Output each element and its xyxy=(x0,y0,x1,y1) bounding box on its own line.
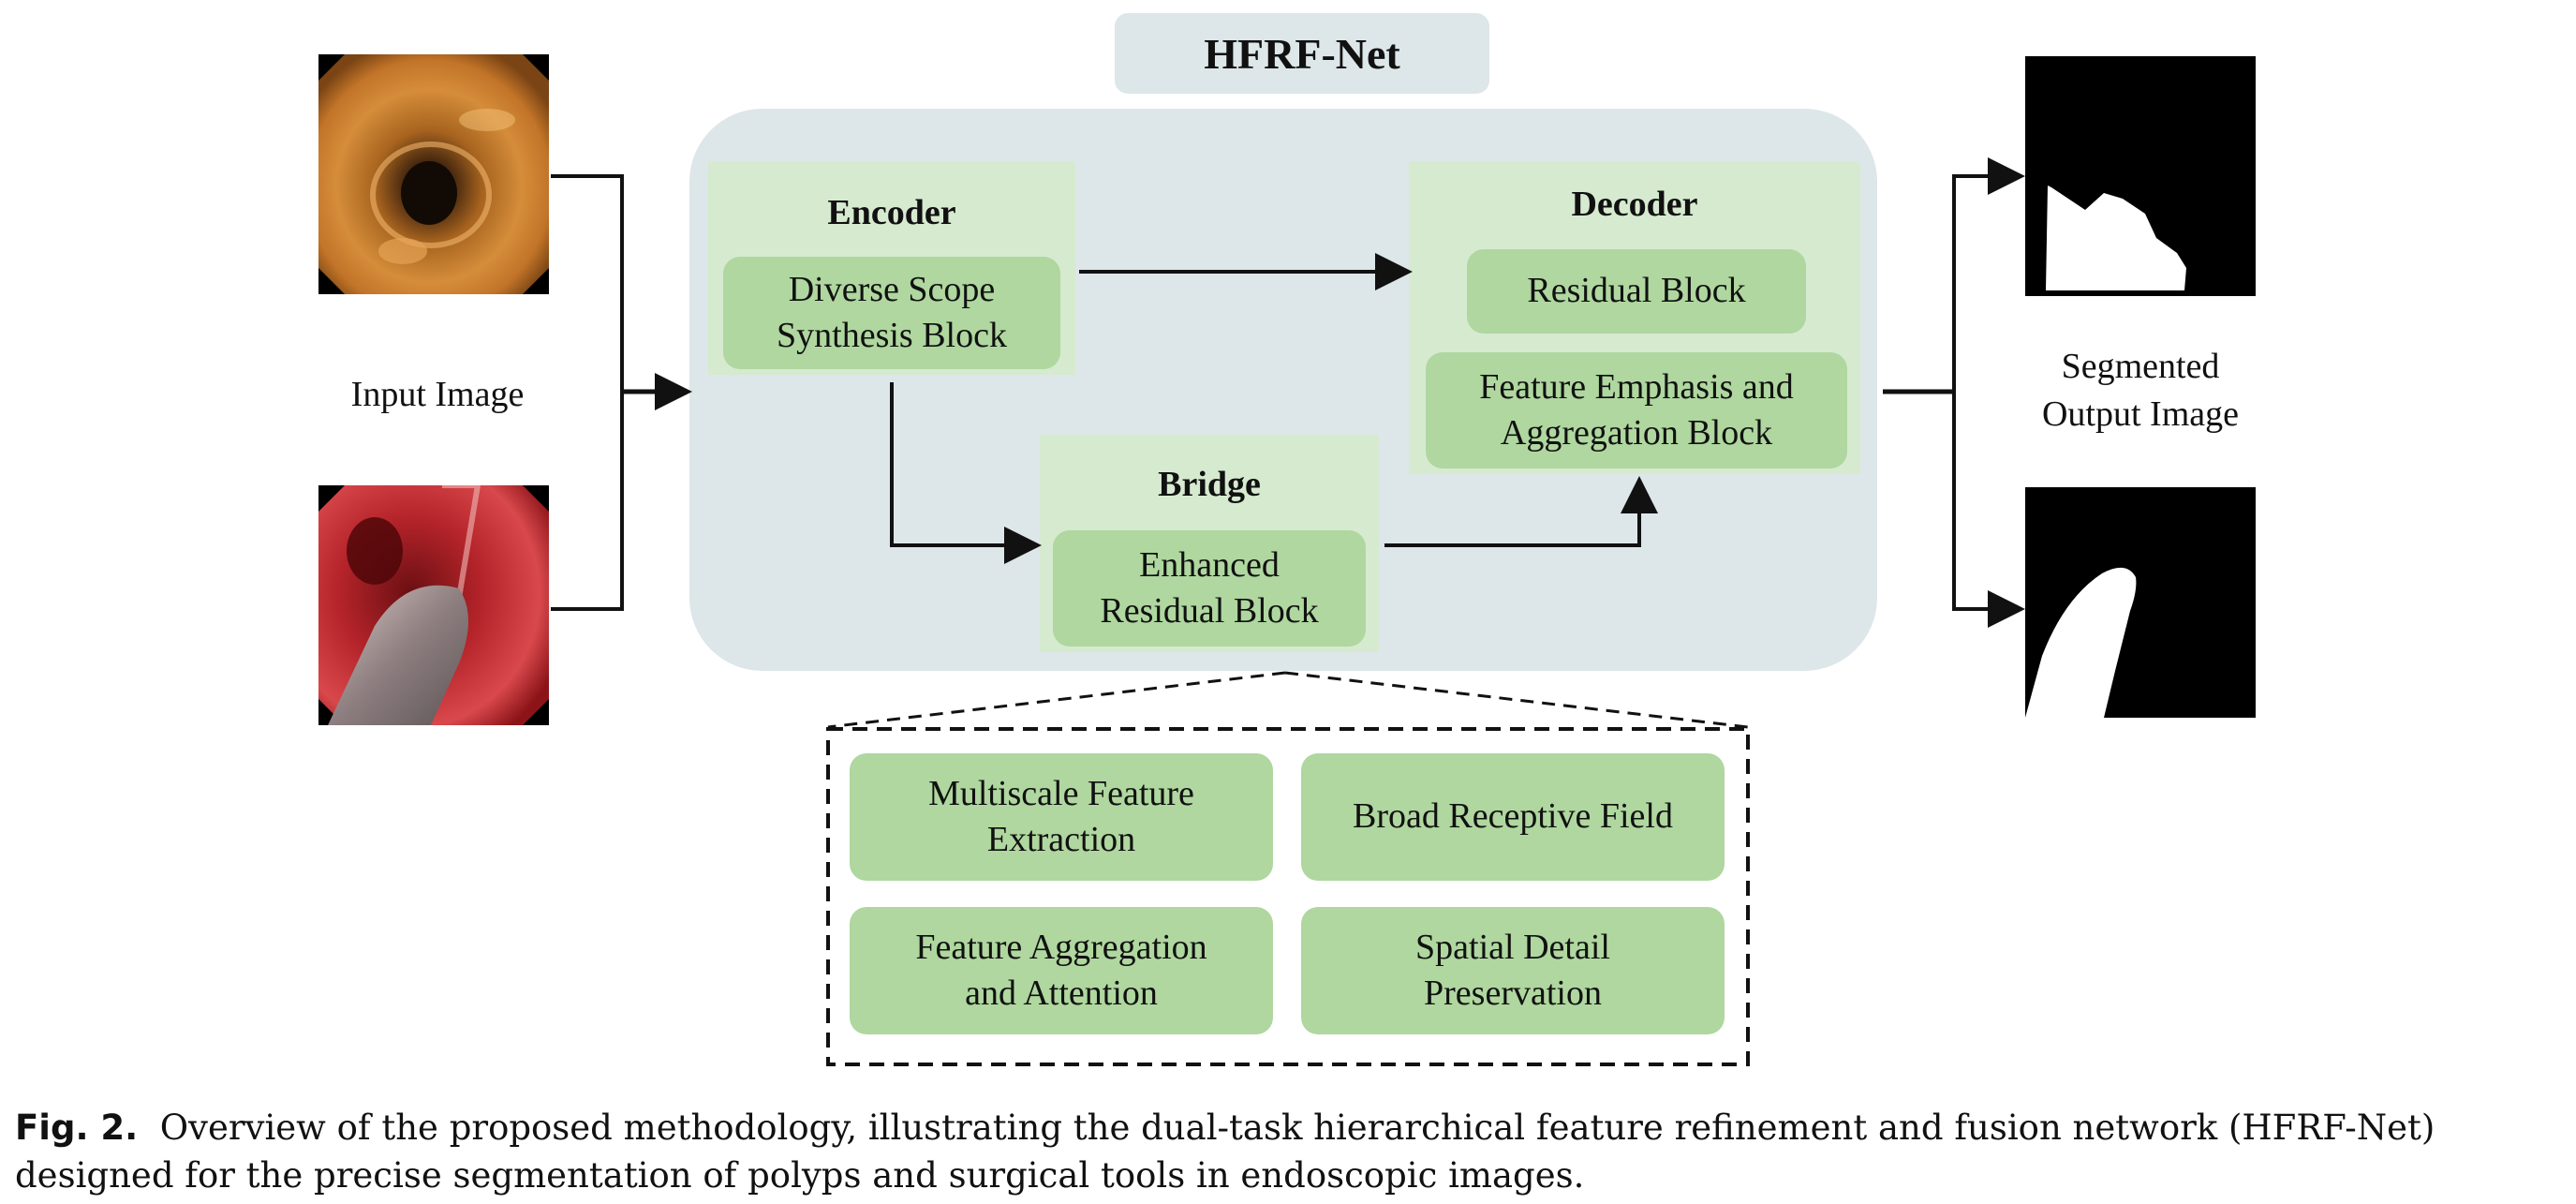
output-bottom-arrow xyxy=(1952,392,2025,628)
detail-block-multiscale: Multiscale Feature Extraction xyxy=(850,753,1273,881)
decoder-residual-block: Residual Block xyxy=(1467,249,1806,334)
zoom-dashed-left xyxy=(827,671,1286,729)
bridge-block-line2: Residual Block xyxy=(1100,591,1319,631)
bridge-heading: Bridge xyxy=(1158,465,1261,504)
output-label-line1: Segmented xyxy=(2061,346,2220,386)
input-image-polyp xyxy=(318,54,549,294)
detail-dashed-box xyxy=(826,727,1750,1066)
input-top-connector xyxy=(551,174,624,392)
encoder-block-line2: Synthesis Block xyxy=(777,316,1007,355)
detail-line2: Preservation xyxy=(1424,974,1602,1013)
encoder-heading: Encoder xyxy=(827,193,956,232)
output-mask-polyp xyxy=(2025,56,2256,296)
polyp-endoscopy-picture xyxy=(318,54,549,294)
zoom-dashed-right xyxy=(1284,671,1749,729)
input-image-surgical xyxy=(318,485,549,725)
detail-line2: Extraction xyxy=(986,820,1136,859)
input-image-label: Input Image xyxy=(350,375,525,415)
caption-text: Overview of the proposed methodology, il… xyxy=(15,1107,2435,1197)
decoder-heading: Decoder xyxy=(1571,185,1698,224)
output-label-line2: Output Image xyxy=(2041,394,2239,434)
surgical-endoscopy-picture xyxy=(318,485,549,725)
decoder-feature-emphasis-block: Feature Emphasis and Aggregation Block xyxy=(1426,352,1847,468)
detail-block-aggregation: Feature Aggregation and Attention xyxy=(850,907,1273,1034)
input-bottom-connector xyxy=(551,392,624,611)
output-mask-surgical xyxy=(2025,487,2256,718)
detail-line1: Spatial Detail xyxy=(1415,927,1610,967)
encoder-to-bridge-arrow xyxy=(890,382,1042,564)
decoder-block2-line1: Feature Emphasis and xyxy=(1479,366,1794,407)
detail-line1: Multiscale Feature xyxy=(928,773,1194,813)
encoder-block-line1: Diverse Scope xyxy=(788,269,996,309)
polyp-mask-picture xyxy=(2046,186,2186,290)
output-top-arrow xyxy=(1952,157,2025,392)
surgical-mask-picture xyxy=(2025,567,2137,718)
bridge-to-decoder-arrow xyxy=(1384,476,1658,547)
decoder-block2-line2: Aggregation Block xyxy=(1500,413,1773,453)
bridge-block-line1: Enhanced xyxy=(1139,544,1280,585)
encoder-block: Diverse Scope Synthesis Block xyxy=(723,257,1060,369)
detail-line1: Feature Aggregation xyxy=(915,927,1207,967)
network-title: HFRF-Net xyxy=(1115,13,1489,94)
caption-prefix: Fig. 2. xyxy=(15,1107,139,1148)
detail-line2: and Attention xyxy=(965,974,1158,1013)
output-image-label: Segmented Output Image xyxy=(2005,339,2276,442)
figure-caption: Fig. 2. Overview of the proposed methodo… xyxy=(15,1104,2563,1199)
detail-block-receptive-field: Broad Receptive Field xyxy=(1301,753,1725,881)
detail-block-spatial: Spatial Detail Preservation xyxy=(1301,907,1725,1034)
bridge-block: Enhanced Residual Block xyxy=(1053,530,1366,647)
detail-line1: Broad Receptive Field xyxy=(1353,796,1673,837)
